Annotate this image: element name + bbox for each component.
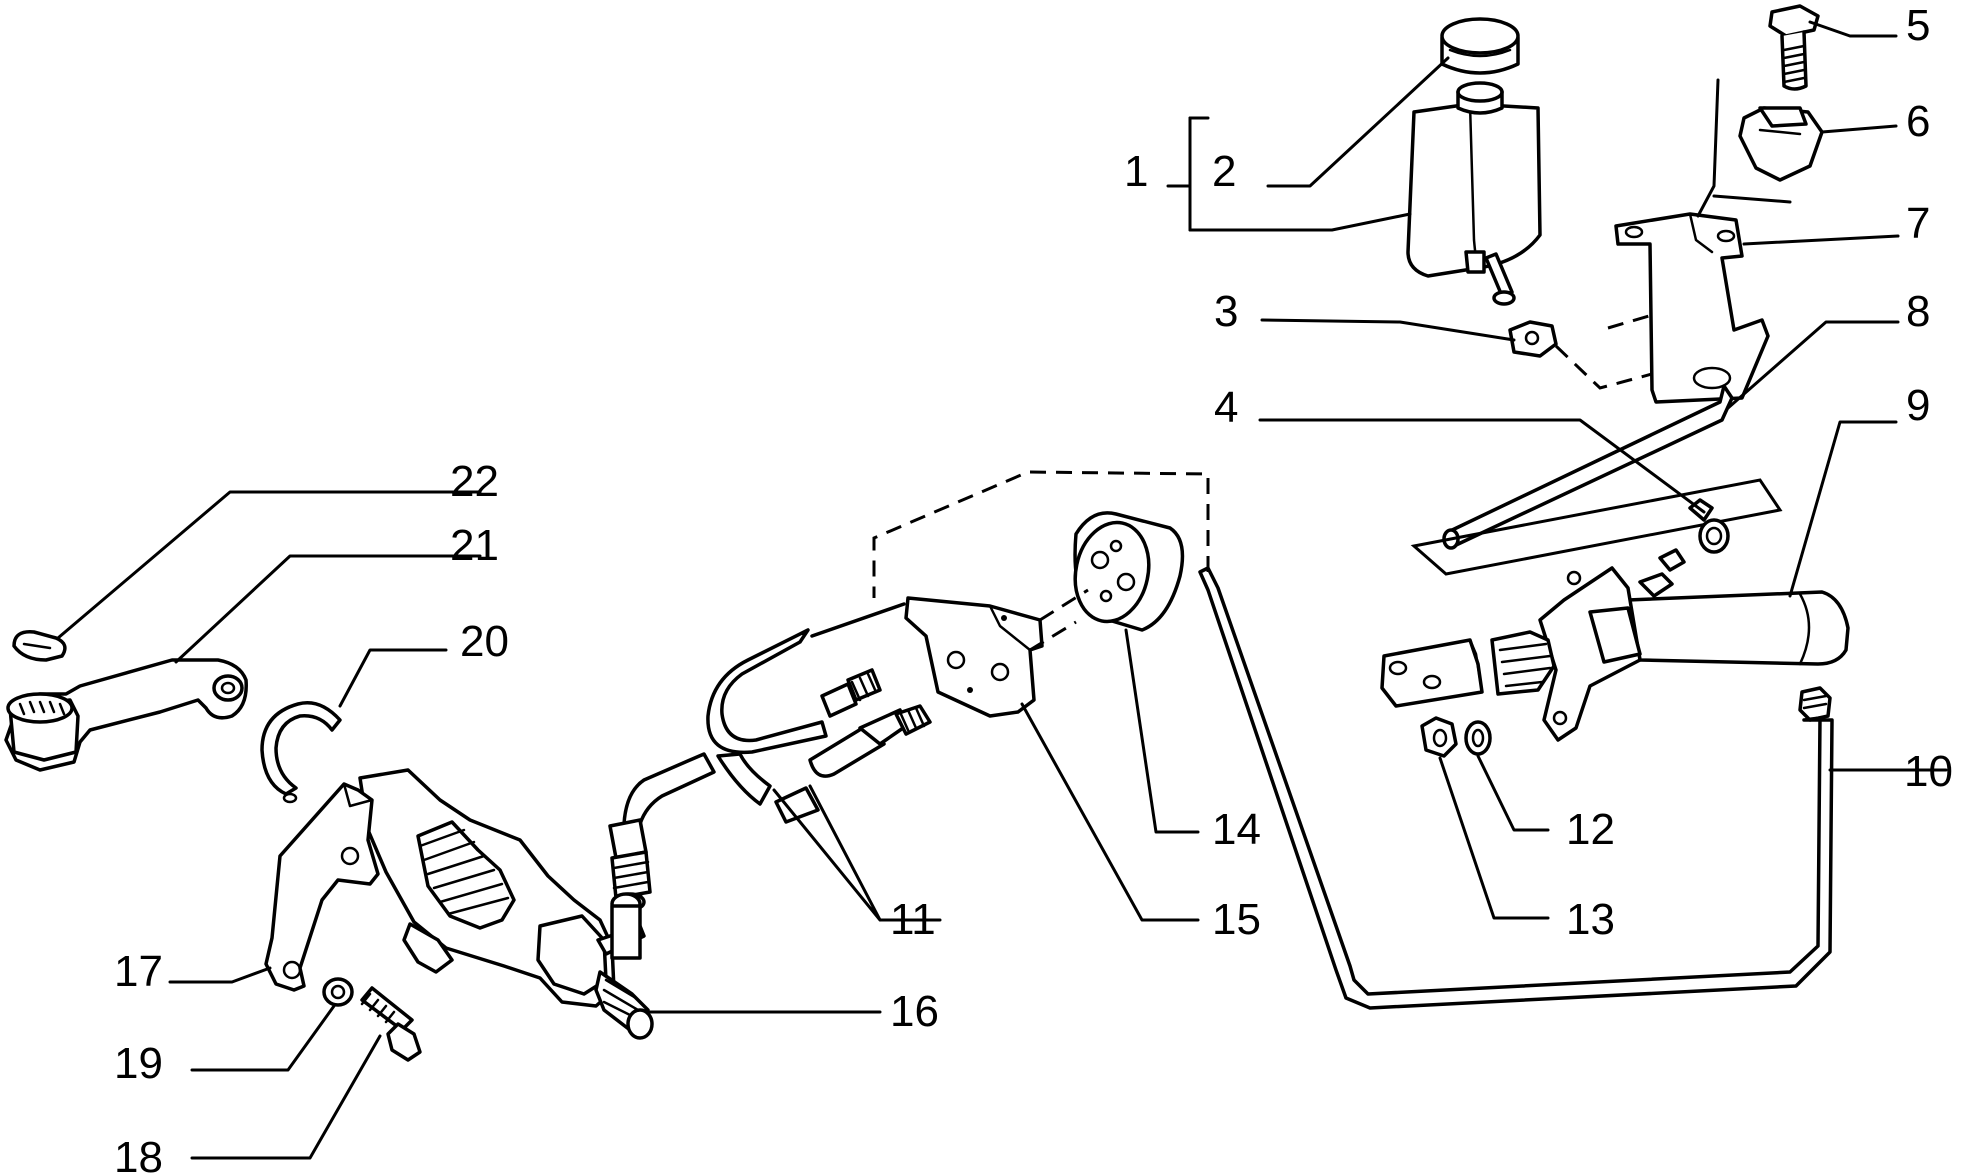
fluid-reservoir-part [1406,81,1542,306]
callout-4: 4 [1214,383,1238,432]
callout-22: 22 [450,457,499,506]
callout-7: 7 [1906,199,1930,248]
clip-nut-part [1738,106,1824,182]
circlip-part [260,701,342,804]
lever-clip-part [12,630,67,662]
slave-cylinder-bracket-part [264,782,380,992]
callout-20: 20 [460,617,509,666]
washer-part [1464,720,1492,756]
callout-19: 19 [114,1039,163,1088]
reservoir-hose-part [1442,384,1734,550]
clutch-slave-cylinder-part [358,768,654,1040]
reservoir-connector-part [1508,320,1558,358]
callout-1: 1 [1124,147,1148,196]
reservoir-cap-part [1440,17,1520,75]
hydraulic-pipe-part [1198,566,1834,1010]
callout-18: 18 [114,1133,163,1175]
callout-3: 3 [1214,287,1238,336]
callout-2: 2 [1212,147,1236,196]
flexible-hose-part [608,602,932,912]
bracket-bolt-part [360,986,422,1062]
washer-small-part [322,977,354,1007]
mounting-bracket-part [904,588,1089,718]
pipe-union-part [1073,511,1185,632]
callout-6: 6 [1906,97,1930,146]
callout-8: 8 [1906,287,1930,336]
callout-labels: 1 2 3 4 5 6 7 8 9 10 11 12 13 14 15 16 1… [114,1,1953,1175]
clutch-master-cylinder-part [1380,548,1850,742]
callout-17: 17 [114,947,163,996]
nut-part [1420,716,1458,758]
callout-15: 15 [1212,895,1261,944]
callout-12: 12 [1566,805,1615,854]
callout-16: 16 [890,987,939,1036]
callout-5: 5 [1906,1,1930,50]
reservoir-bracket-part [1614,78,1792,404]
callout-21: 21 [450,521,499,570]
callout-14: 14 [1212,805,1261,854]
leader-lines [56,20,1948,1160]
callout-9: 9 [1906,381,1930,430]
callout-11: 11 [890,895,936,944]
hose-clamp-part [1410,478,1783,576]
callout-10: 10 [1904,747,1953,796]
clutch-lever-part [4,658,248,772]
callout-13: 13 [1566,895,1615,944]
bolt-part [1768,4,1820,91]
